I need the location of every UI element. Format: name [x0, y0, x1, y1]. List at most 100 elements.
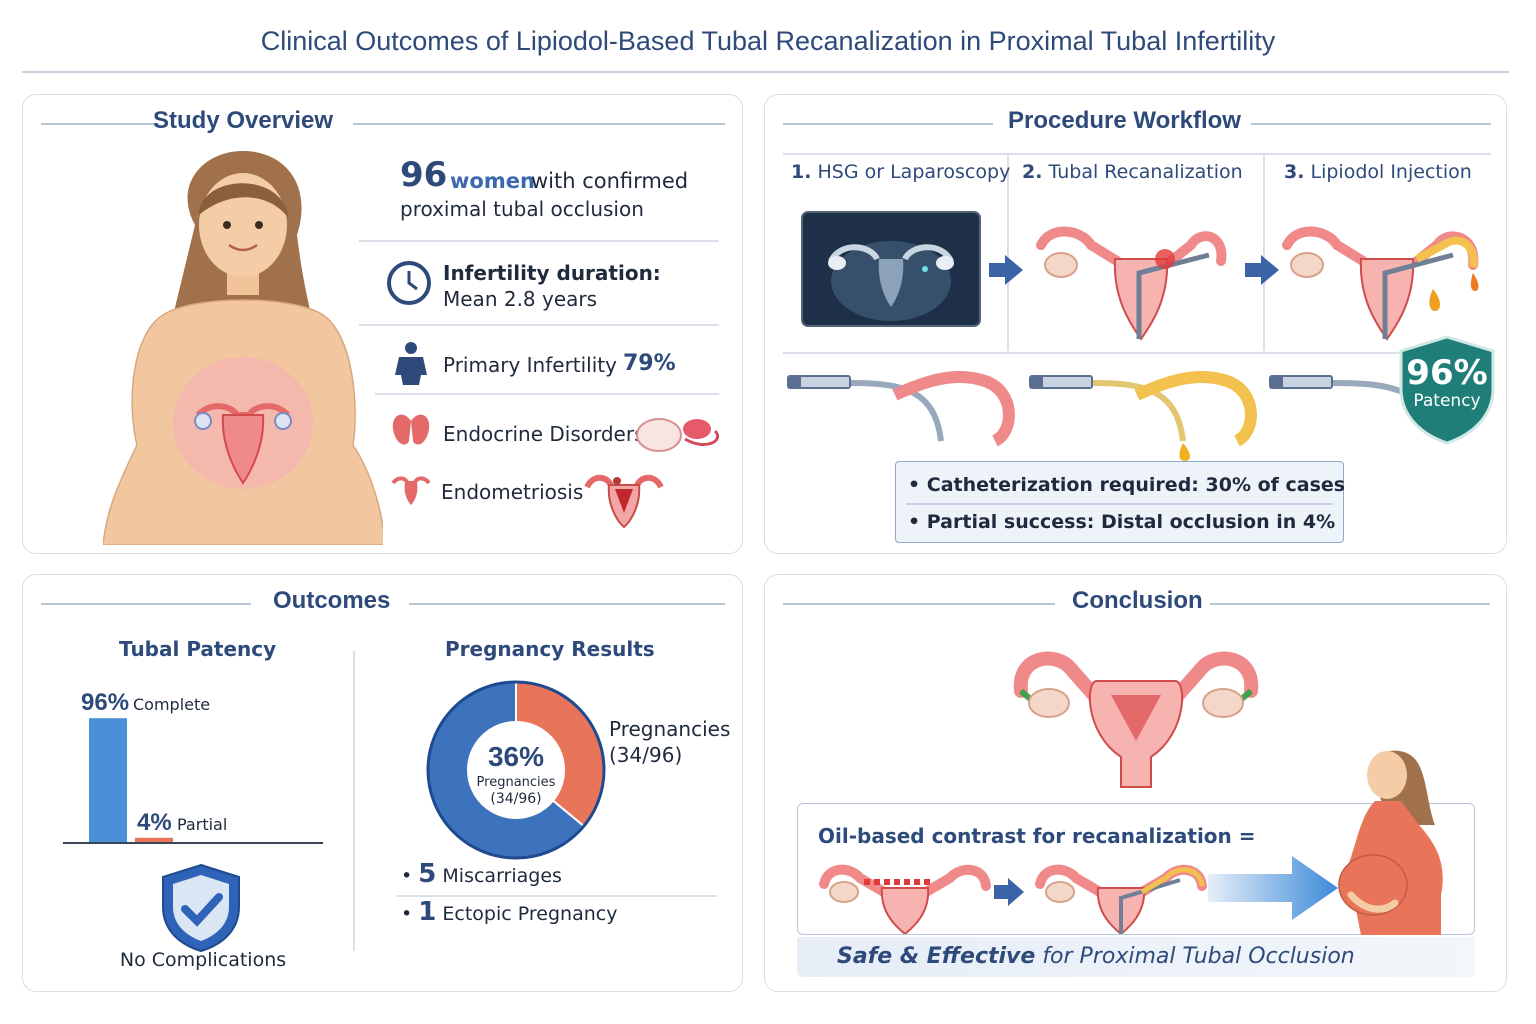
step-2-label: 2. Tubal Recanalization: [1022, 161, 1243, 183]
catheter-illustration-1: [787, 371, 1015, 447]
column-divider: [1263, 155, 1265, 351]
hsg-xray-image: [801, 211, 981, 327]
outcomes-heading: Outcomes: [273, 587, 391, 614]
endometriosis-label: Endometriosis: [441, 480, 584, 504]
ectopic-bullet: • 1 Ectopic Pregnancy: [401, 897, 617, 927]
woman-illustration: [103, 151, 383, 545]
no-complications-label: No Complications: [119, 949, 287, 971]
arrow-right-icon: [994, 878, 1024, 906]
after-uterus-illustration: [1035, 864, 1207, 934]
participant-unit: women: [450, 169, 535, 193]
donut-outline: [426, 680, 606, 860]
catheter-illustration-2: [1029, 371, 1257, 461]
study-overview-header: Study Overview: [23, 95, 742, 155]
donut-center-sub: (34/96): [490, 791, 541, 807]
conclusion-panel: Conclusion Oil-based contrast for recana…: [764, 574, 1507, 992]
page-title: Clinical Outcomes of Lipiodol-Based Tuba…: [260, 26, 1276, 56]
clock-icon: [387, 261, 431, 305]
divider: [359, 240, 719, 242]
workflow-heading: Procedure Workflow: [1008, 107, 1241, 134]
header-rule: [409, 603, 725, 605]
arrow-right-icon: [1245, 255, 1279, 285]
conclusion-header: Conclusion: [765, 575, 1506, 635]
bullet-dot: •: [401, 903, 413, 925]
tubal-patency-chart: 96%Complete 4% Partial: [63, 689, 323, 844]
patency-badge-value: 96%: [1406, 353, 1488, 393]
title-divider: [22, 71, 1509, 73]
divider: [783, 153, 1491, 155]
pregnant-woman-illustration: [1338, 750, 1443, 935]
ectopic-count: 1: [418, 897, 437, 927]
participant-description: with confirmed: [531, 169, 689, 193]
bar-partial: [135, 837, 173, 843]
header-rule: [1210, 603, 1490, 605]
divider: [906, 503, 1333, 505]
thyroid-icon: [392, 414, 430, 445]
workflow-notes-box: • Catheterization required: 30% of cases…: [895, 461, 1346, 543]
pie-callout-line1: Pregnancies: [609, 717, 731, 741]
outcomes-panel: Outcomes Tubal Patency 96%Complete 4% Part…: [22, 574, 743, 992]
bullet-dot: •: [401, 865, 413, 887]
divider: [375, 393, 719, 395]
pregnancy-results-heading: Pregnancy Results: [445, 637, 655, 661]
column-divider: [1007, 155, 1009, 351]
patency-shield-icon: [1399, 335, 1495, 445]
conclusion-band: Safe & Effective for Proximal Tubal Occl…: [797, 937, 1475, 977]
header-rule: [41, 123, 159, 125]
conclusion-lead: Oil-based contrast for recanalization =: [818, 824, 1256, 848]
miscarriage-count: 5: [418, 859, 437, 889]
pregnancy-results-chart: 36% Pregnancies(34/96): [426, 680, 606, 860]
participant-description-line2: proximal tubal occlusion: [400, 197, 644, 221]
header-rule: [41, 603, 251, 605]
donut-center-label: Pregnancies: [477, 775, 556, 790]
lipiodol-uterus: [1282, 226, 1479, 341]
procedure-workflow-panel: Procedure Workflow 1. HSG or Laparoscopy…: [764, 94, 1507, 554]
donut-center-value: 36%: [488, 741, 544, 772]
divider: [359, 324, 719, 326]
patency-badge-label: Patency: [1413, 391, 1481, 411]
divider: [783, 352, 1491, 354]
duration-value: Mean 2.8 years: [443, 287, 598, 311]
miscarriage-label: Miscarriages: [442, 865, 562, 887]
shield-check-icon: [162, 863, 240, 953]
bar-value-label: 4%: [137, 809, 172, 836]
endometriosis-uterus-illustration: [584, 474, 664, 529]
bar-value-label: 96%: [81, 689, 129, 716]
healthy-uterus-illustration: [1013, 651, 1259, 788]
header-rule: [783, 603, 1055, 605]
conclusion-heading: Conclusion: [1072, 587, 1203, 614]
big-arrow-right-icon: [1208, 856, 1338, 920]
bar-category-label: Complete: [133, 695, 210, 714]
pie-callout-line2: (34/96): [609, 743, 683, 767]
step-3-label: 3. Lipiodol Injection: [1284, 161, 1472, 183]
divider: [397, 895, 717, 897]
participant-count: 96: [400, 155, 448, 195]
primary-infertility-value: 79%: [623, 351, 676, 376]
donut-center: [468, 722, 564, 818]
bar-complete: [89, 718, 127, 843]
before-uterus-illustration: [819, 864, 991, 934]
study-overview-heading: Study Overview: [153, 107, 334, 134]
recanalization-uterus: [1036, 226, 1227, 341]
catheterization-note: • Catheterization required: 30% of cases: [908, 474, 1346, 496]
uterus-icon: [391, 476, 431, 505]
person-icon: [395, 342, 427, 385]
tubal-patency-heading: Tubal Patency: [119, 637, 277, 661]
study-overview-panel: Study Overview 96 women with confirmed p…: [22, 94, 743, 554]
header-rule: [1251, 123, 1491, 125]
workflow-header: Procedure Workflow: [765, 95, 1506, 155]
endocrine-label: Endocrine Disorders: [443, 422, 645, 446]
header-rule: [783, 123, 993, 125]
miscarriage-bullet: • 5 Miscarriages: [401, 859, 562, 889]
step-1-label: 1. HSG or Laparoscopy: [791, 161, 1011, 183]
duration-label: Infertility duration:: [443, 261, 661, 285]
partial-success-note: • Partial success: Distal occlusion in 4…: [908, 511, 1336, 533]
bar-category-label: Partial: [177, 815, 227, 834]
conclusion-statement: Safe & Effective for Proximal Tubal Occl…: [837, 944, 1355, 969]
arrow-right-icon: [989, 255, 1023, 285]
outcomes-header: Outcomes: [23, 575, 742, 635]
ectopic-label: Ectopic Pregnancy: [442, 903, 618, 925]
primary-infertility-label: Primary Infertility: [443, 353, 617, 377]
ovary-illustration: [636, 418, 719, 452]
catheter-illustration-3: [1269, 375, 1407, 396]
